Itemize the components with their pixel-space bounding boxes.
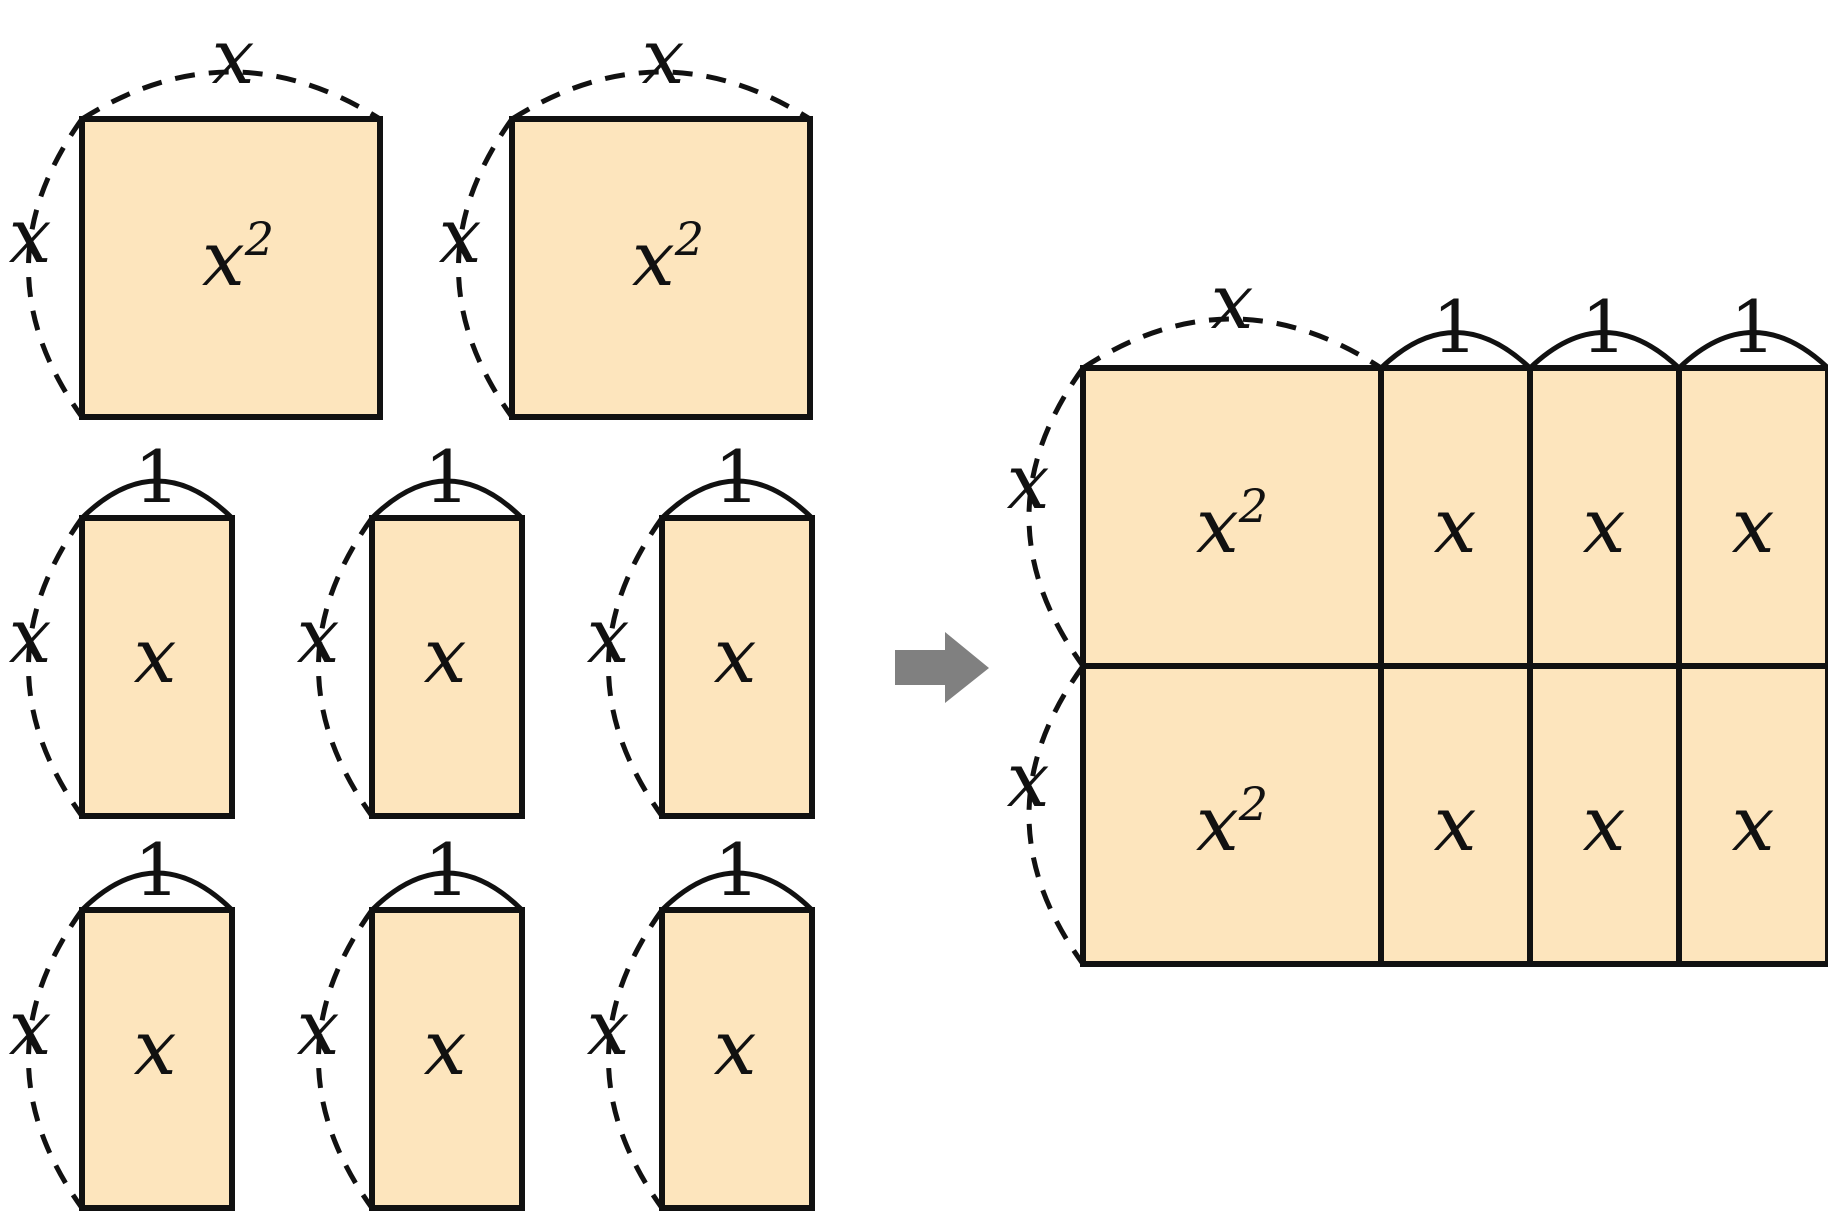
rect-tile-5-body bbox=[369, 907, 525, 1211]
side-label-left: x bbox=[9, 591, 52, 680]
square-tile-1-body bbox=[79, 116, 383, 420]
area-label-x-bottom-3: x bbox=[1732, 779, 1775, 868]
cell-x-top-2 bbox=[1527, 365, 1682, 669]
left-brace-top bbox=[1026, 366, 1086, 668]
rect-tile-2-body bbox=[369, 515, 525, 819]
left-brace bbox=[26, 117, 85, 419]
rect-tile-5: 1 x x bbox=[297, 828, 525, 1211]
rect-tile-1: 1 x x bbox=[9, 435, 235, 819]
top-dimension-1c: 1 bbox=[1730, 285, 1776, 369]
side-label-top: 1 bbox=[134, 435, 180, 519]
top-brace bbox=[370, 870, 524, 912]
area-exponent: 2 bbox=[674, 212, 704, 266]
rect-tile-6: 1 x x bbox=[587, 828, 815, 1211]
top-dimension-1a: 1 bbox=[1432, 285, 1478, 369]
area-label-x-bottom-1: x bbox=[1434, 779, 1477, 868]
area-label-x-top-2: x bbox=[1583, 481, 1626, 570]
square-tile-2: x x x2 bbox=[439, 12, 813, 420]
left-brace bbox=[316, 908, 375, 1210]
top-dimension-x: x bbox=[1211, 257, 1254, 346]
left-brace bbox=[606, 908, 665, 1210]
left-brace bbox=[316, 516, 375, 818]
side-label-top: 1 bbox=[714, 435, 760, 519]
top-brace bbox=[80, 870, 234, 912]
side-label-left: x bbox=[297, 591, 340, 680]
rect-tile-6-body bbox=[659, 907, 815, 1211]
area-exponent: 2 bbox=[1238, 777, 1268, 831]
left-dimension-top: x bbox=[1007, 437, 1050, 526]
top-brace-1c bbox=[1677, 330, 1828, 370]
area-label-x-top-1: x bbox=[1434, 481, 1477, 570]
top-dimension-1b: 1 bbox=[1581, 285, 1627, 369]
left-brace bbox=[456, 117, 515, 419]
top-brace bbox=[660, 478, 814, 520]
area-exponent: 2 bbox=[244, 212, 274, 266]
rect-tile-4-body bbox=[79, 907, 235, 1211]
top-brace-x bbox=[1081, 316, 1383, 371]
top-brace bbox=[510, 69, 812, 122]
area-label-x-bottom-2: x bbox=[1583, 779, 1626, 868]
top-brace-1b bbox=[1528, 330, 1681, 370]
area-label: x2 bbox=[202, 212, 274, 303]
area-base: x bbox=[1196, 779, 1239, 868]
cell-x-bottom-2 bbox=[1527, 663, 1682, 967]
combined-rectangle: x 1 1 1 x x x2 x x x x2 x x x bbox=[1007, 257, 1828, 967]
top-brace bbox=[660, 870, 814, 912]
right-arrow-icon bbox=[895, 632, 989, 703]
area-label: x bbox=[714, 611, 757, 700]
left-brace bbox=[26, 908, 85, 1210]
rect-tile-1-body bbox=[79, 515, 235, 819]
left-dimension-bottom: x bbox=[1007, 735, 1050, 824]
area-base: x bbox=[202, 214, 245, 303]
area-label: x bbox=[714, 1003, 757, 1092]
area-label-x-top-3: x bbox=[1732, 481, 1775, 570]
area-label: x bbox=[424, 1003, 467, 1092]
area-label-x-squared-top: x2 bbox=[1196, 479, 1268, 570]
cell-x-top-1 bbox=[1378, 365, 1533, 669]
rect-tile-4: 1 x x bbox=[9, 828, 235, 1211]
cell-x-bottom-3 bbox=[1676, 663, 1828, 967]
area-label: x bbox=[424, 611, 467, 700]
side-label-left: x bbox=[587, 983, 630, 1072]
top-brace bbox=[80, 69, 382, 122]
side-label-top: 1 bbox=[424, 828, 470, 912]
top-brace-1a bbox=[1379, 330, 1532, 370]
rect-tile-3-body bbox=[659, 515, 815, 819]
side-label-left: x bbox=[9, 983, 52, 1072]
cell-x-squared-top bbox=[1080, 365, 1384, 669]
rect-tile-2: 1 x x bbox=[297, 435, 525, 819]
top-brace bbox=[80, 478, 234, 520]
area-label: x bbox=[134, 1003, 177, 1092]
side-label-left: x bbox=[9, 191, 52, 280]
left-brace bbox=[606, 516, 665, 818]
side-label-top: x bbox=[212, 12, 255, 101]
top-brace bbox=[370, 478, 524, 520]
cell-x-top-3 bbox=[1676, 365, 1828, 669]
side-label-top: 1 bbox=[134, 828, 180, 912]
side-label-left: x bbox=[439, 191, 482, 280]
rect-tile-3: 1 x x bbox=[587, 435, 815, 819]
side-label-left: x bbox=[297, 983, 340, 1072]
left-brace bbox=[26, 516, 85, 818]
side-label-top: 1 bbox=[714, 828, 760, 912]
area-label-x-squared-bottom: x2 bbox=[1196, 777, 1268, 868]
area-base: x bbox=[1196, 481, 1239, 570]
area-label: x2 bbox=[632, 212, 704, 303]
area-base: x bbox=[632, 214, 675, 303]
area-exponent: 2 bbox=[1238, 479, 1268, 533]
side-label-left: x bbox=[587, 591, 630, 680]
area-label: x bbox=[134, 611, 177, 700]
left-brace-bottom bbox=[1026, 664, 1086, 966]
side-label-top: 1 bbox=[424, 435, 470, 519]
cell-x-squared-bottom bbox=[1080, 663, 1384, 967]
square-tile-1: x x x2 bbox=[9, 12, 383, 420]
square-tile-2-body bbox=[509, 116, 813, 420]
side-label-top: x bbox=[642, 12, 685, 101]
